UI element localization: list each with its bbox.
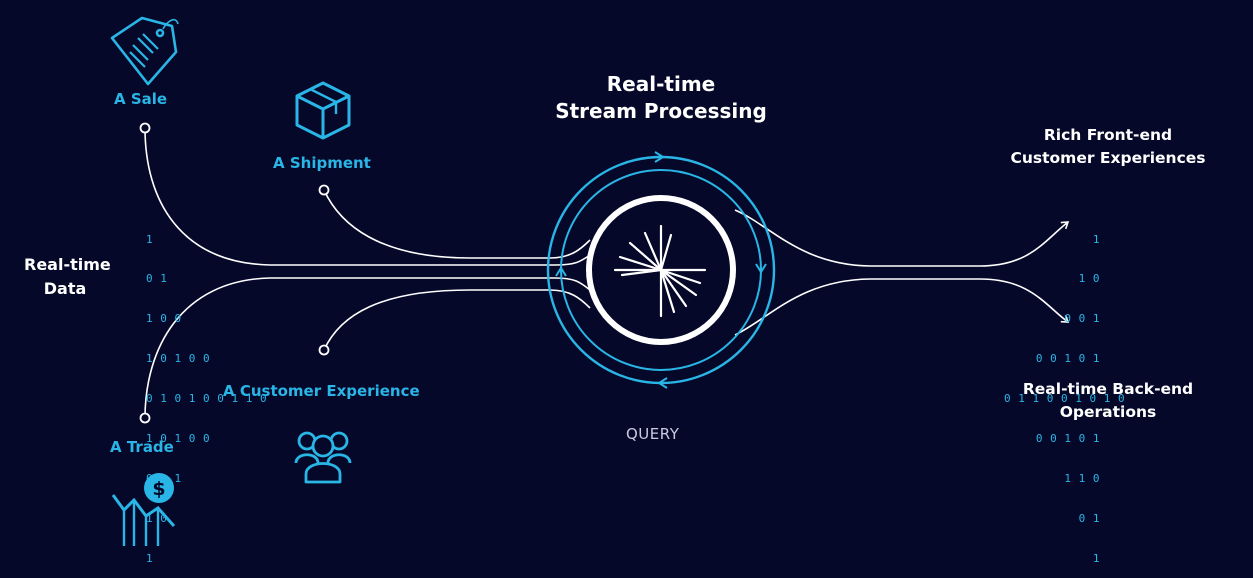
customer-dot [318, 344, 330, 356]
back-end-output-label: Real-time Back-end Operations [1000, 378, 1216, 424]
query-label: QUERY [626, 425, 680, 443]
left-bit-row: 1 [146, 232, 154, 246]
shipment-dot [318, 184, 330, 196]
ring-arrow-top-icon [654, 151, 665, 163]
customer-experience-label: A Customer Experience [223, 382, 420, 400]
inputs-title-line1: Real-time [24, 255, 111, 274]
right-bit-row: 0 1 1 0 0 1 0 1 0 [1004, 392, 1126, 406]
ring-arrow-right-icon [755, 263, 767, 274]
right-bit-row: 0 0 1 0 1 [1035, 352, 1100, 366]
left-bit-row: 0 1 [146, 272, 168, 286]
front-end-line2: Customer Experiences [1010, 149, 1206, 167]
burst-logo-icon [613, 224, 707, 318]
flow-line-shipment [323, 189, 591, 259]
left-bit-row: 0 1 1 [146, 471, 182, 485]
hub-inner-ring [560, 169, 762, 371]
processing-hub [546, 151, 776, 389]
inbound-flow-lines [144, 127, 591, 419]
right-binary-stream: 1 1 0 0 0 1 0 0 1 0 1 0 1 1 0 0 1 0 1 0 … [1004, 206, 1126, 578]
trade-label: A Trade [110, 438, 174, 456]
flow-line-customer [323, 289, 591, 351]
shipment-label: A Shipment [273, 154, 371, 172]
right-bit-row: 1 0 [1078, 272, 1100, 286]
hub-outer-ring [546, 155, 776, 385]
title-line1: Real-time [606, 72, 716, 96]
trade-dot [139, 412, 151, 424]
front-end-line1: Rich Front-end [1043, 126, 1173, 144]
left-bit-row: 1 [146, 551, 154, 565]
svg-text:$: $ [152, 478, 165, 500]
flow-line-back-end [734, 278, 1070, 336]
title-line2: Stream Processing [555, 99, 767, 123]
source-dots [139, 122, 330, 424]
sale-label: A Sale [114, 90, 168, 108]
left-bit-row: 0 1 0 1 0 0 1 1 0 [146, 392, 268, 406]
ring-arrow-left-icon [555, 266, 567, 277]
left-bit-row: 1 0 1 0 0 [146, 432, 211, 446]
left-bit-row: 1 0 1 0 0 [146, 352, 211, 366]
inputs-title-line2: Data [43, 279, 87, 298]
right-bit-row: 1 [1092, 232, 1100, 246]
inputs-title: Real-time Data [24, 253, 111, 301]
stream-processing-diagram: $ [110, 16, 1070, 546]
back-end-line2: Operations [1059, 403, 1157, 421]
diagram-title: Real-time Stream Processing [530, 71, 792, 125]
left-binary-stream: 1 0 1 1 0 0 1 0 1 0 0 0 1 0 1 0 0 1 1 0 … [146, 206, 267, 578]
flow-line-sale [144, 127, 591, 266]
sale-dot [139, 122, 151, 134]
right-bit-row: 1 1 0 [1064, 471, 1100, 485]
right-bit-row: 1 [1092, 551, 1100, 565]
group-icon [294, 431, 352, 484]
left-bit-row: 1 0 [146, 511, 168, 525]
price-tag-icon [110, 16, 179, 86]
right-bit-row: 0 1 [1078, 511, 1100, 525]
dollar-chart-icon: $ [111, 473, 176, 546]
back-end-line1: Real-time Back-end [1022, 380, 1194, 398]
box-icon [295, 81, 351, 140]
right-bit-row: 0 0 1 0 1 [1035, 432, 1100, 446]
flow-line-trade [144, 277, 591, 419]
front-end-output-label: Rich Front-end Customer Experiences [990, 124, 1226, 170]
left-bit-row: 1 0 0 [146, 312, 182, 326]
ring-arrow-icons [555, 151, 767, 389]
right-bit-row: 0 0 1 [1064, 312, 1100, 326]
ring-arrow-bottom-icon [657, 377, 668, 389]
